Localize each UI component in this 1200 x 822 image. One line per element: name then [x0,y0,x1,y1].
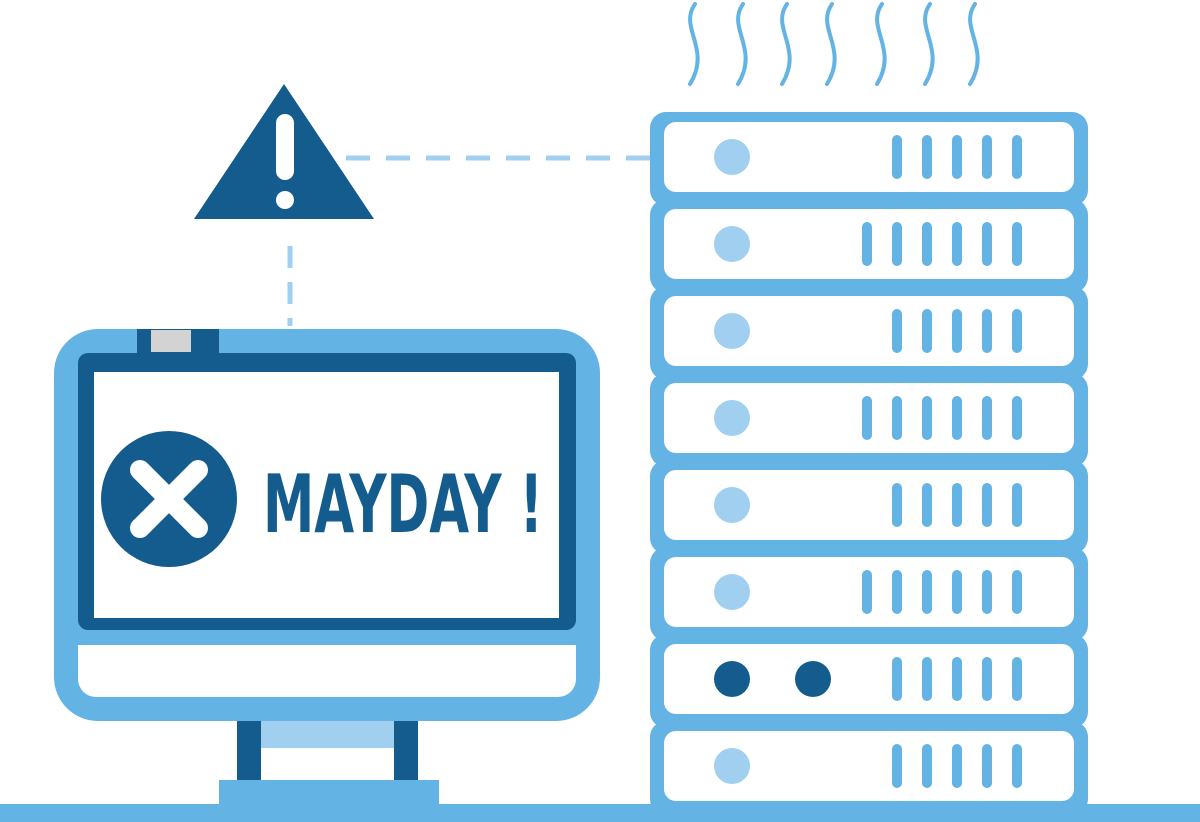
vent-slot [1012,744,1022,788]
vent-slot [982,222,992,266]
server-unit-face [664,644,1074,714]
vent-slot [862,396,872,440]
vent-slot [892,135,902,179]
vent-slot [892,309,902,353]
server-unit [650,112,1088,206]
vent-slot [1012,309,1022,353]
monitor-stand-base [219,780,439,804]
server-unit-face [664,731,1074,801]
vent-slot [1012,396,1022,440]
server-unit [650,634,1088,728]
vent-slot [982,744,992,788]
vent-slot [922,396,932,440]
heat-wave-icon [688,2,980,86]
status-light [714,574,750,610]
status-light [714,139,750,175]
warning-triangle-icon [194,84,374,219]
status-light [714,226,750,262]
server-unit [650,199,1088,293]
server-rack [650,112,1088,815]
vent-slot [982,657,992,701]
vent-slot [982,570,992,614]
vent-slot [952,222,962,266]
server-unit-face [664,122,1074,192]
vent-slot [952,570,962,614]
vent-slot [952,396,962,440]
vent-slot [862,570,872,614]
vent-slot [922,483,932,527]
vent-slot [892,744,902,788]
vent-slot [892,222,902,266]
vent-slot [922,135,932,179]
vent-slot [1012,570,1022,614]
vent-slot [922,222,932,266]
vent-slot [892,483,902,527]
server-unit [650,721,1088,815]
vent-slot [952,744,962,788]
status-light [714,487,750,523]
vent-slot [982,309,992,353]
vent-slot [922,744,932,788]
vent-slot [862,222,872,266]
status-light [714,400,750,436]
status-light-alert [795,661,831,697]
monitor-stand-leg-right [394,716,418,784]
vent-slot [952,483,962,527]
vent-slot [892,570,902,614]
server-unit-face [664,470,1074,540]
status-light-alert [714,661,750,697]
vent-slot [892,657,902,701]
server-unit [650,460,1088,554]
vent-slot [952,135,962,179]
error-x-icon [101,431,237,567]
vent-slot [1012,135,1022,179]
vent-slot [1012,222,1022,266]
status-light [714,748,750,784]
webcam [151,330,191,352]
vent-slot [982,483,992,527]
mayday-message: MAYDAY ! [263,458,543,551]
vent-slot [952,309,962,353]
vent-slot [982,135,992,179]
vent-slot [1012,483,1022,527]
vent-slot [892,396,902,440]
monitor-stand-neck [261,716,394,748]
vent-slot [952,657,962,701]
server-unit-face [664,296,1074,366]
server-unit [650,547,1088,641]
vent-slot [922,657,932,701]
monitor: MAYDAY ! [54,329,600,804]
vent-slot [982,396,992,440]
monitor-stand-leg-left [237,716,261,784]
server-unit [650,373,1088,467]
vent-slot [922,309,932,353]
vent-slot [922,570,932,614]
status-light [714,313,750,349]
vent-slot [1012,657,1022,701]
server-unit [650,286,1088,380]
